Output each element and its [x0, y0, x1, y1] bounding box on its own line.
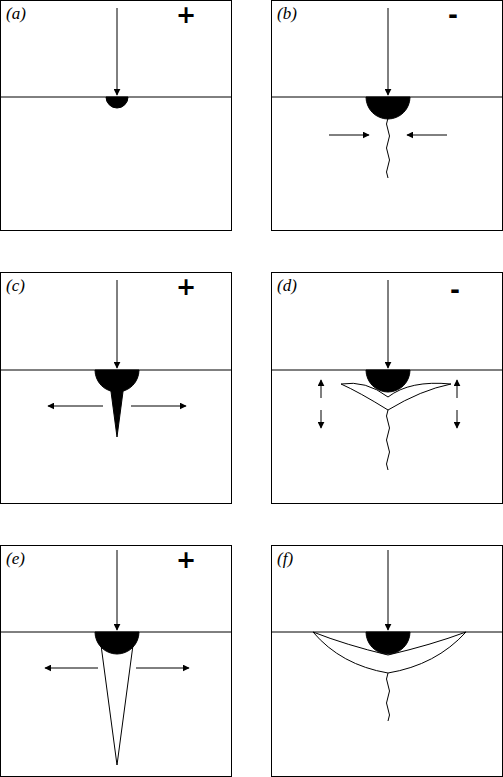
charge-sign: -: [450, 278, 460, 302]
panel-label: (e): [6, 550, 25, 567]
panel-label: (a): [6, 5, 26, 22]
panel-label: (f): [277, 550, 293, 567]
panel-a: [1, 1, 232, 231]
panel-e: [1, 546, 232, 777]
panel-c: [1, 273, 232, 504]
panel-d: [272, 273, 503, 504]
panel-label: (b): [277, 5, 297, 22]
charge-sign: +: [176, 3, 196, 27]
panel-b: [272, 1, 503, 231]
panel-f: [272, 546, 503, 777]
charge-sign: +: [176, 548, 196, 572]
charge-sign: +: [176, 275, 196, 299]
panel-label: (c): [6, 277, 25, 294]
panel-label: (d): [277, 277, 297, 294]
charge-sign: -: [448, 3, 458, 27]
